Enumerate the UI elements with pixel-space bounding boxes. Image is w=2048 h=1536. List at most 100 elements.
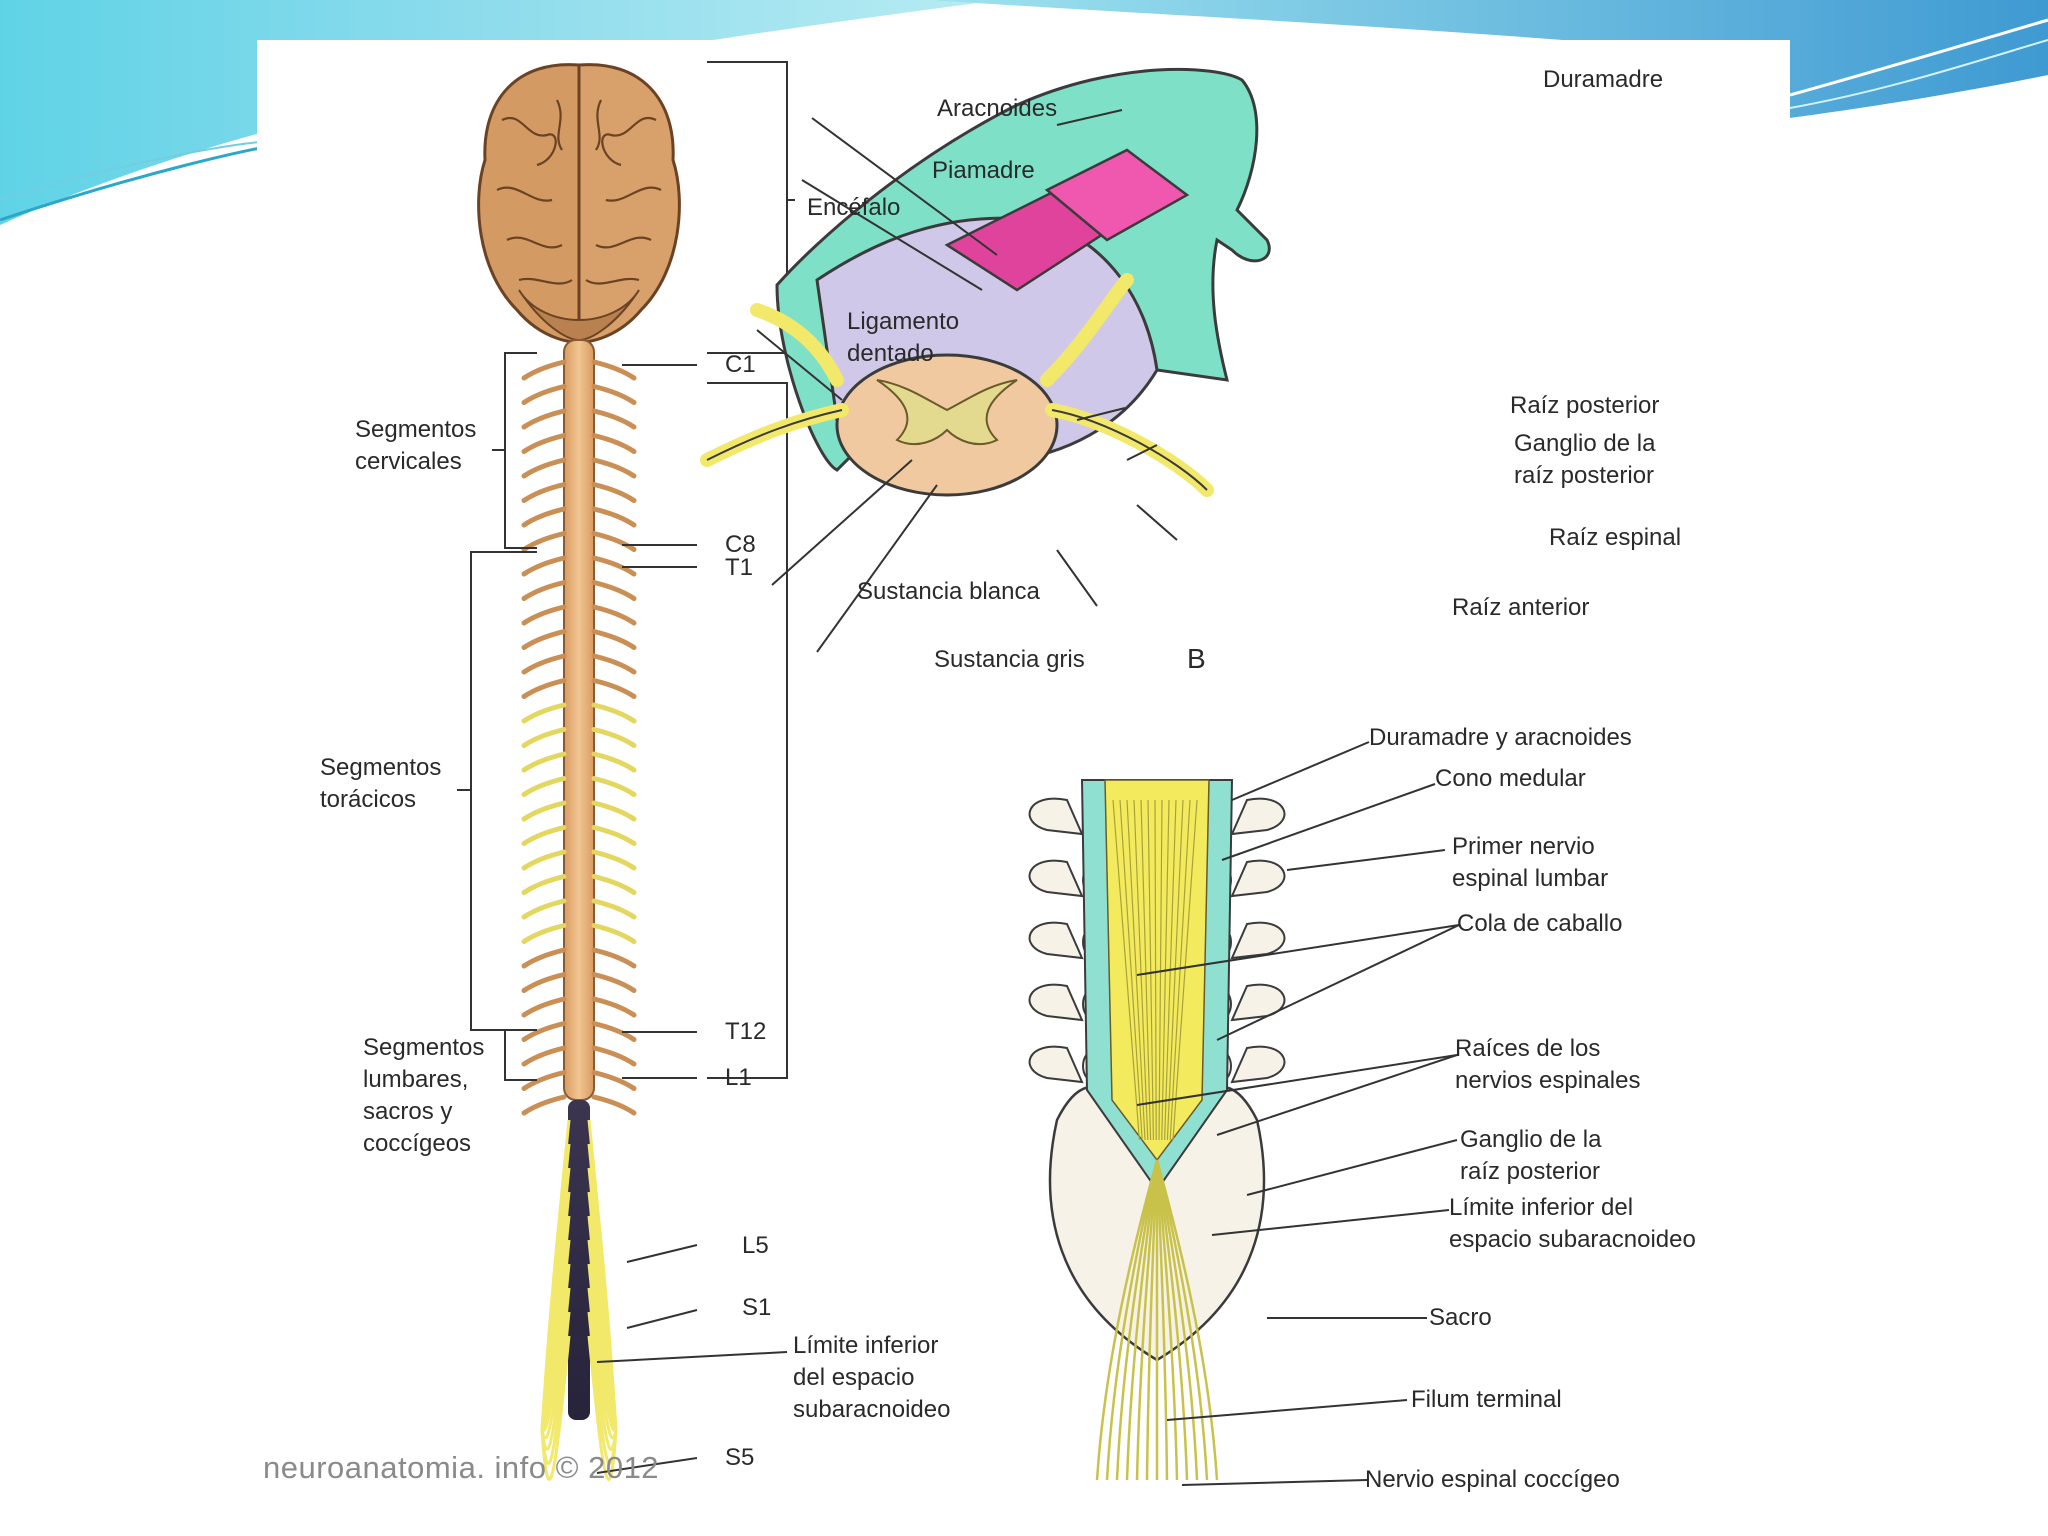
root-fibre [1147, 799, 1154, 1141]
spinal-nerve-right [591, 800, 637, 822]
cauda-root-right [587, 1335, 618, 1481]
spinal-nerve-left [521, 849, 567, 871]
vertebra-left [1028, 797, 1084, 836]
label-s1: S1 [742, 1294, 772, 1321]
spinal-nerve-left [521, 972, 567, 993]
label-t1: T1 [725, 554, 754, 581]
root-fibre [1154, 799, 1157, 1141]
vertebra-right [1230, 983, 1286, 1022]
spinal-nerve-right [591, 1045, 637, 1067]
cross-section [700, 67, 1271, 497]
vertebra-right [1230, 797, 1286, 836]
label-ligamento-dentado: Ligamento dentado [847, 308, 960, 367]
label-c8: C8 [725, 531, 756, 558]
spinal-nerve-left [521, 751, 567, 773]
cauda-root-left [540, 1215, 571, 1431]
label-t12: T12 [725, 1018, 767, 1045]
spinal-nerve-right [591, 531, 637, 552]
vertebra-left [1028, 859, 1084, 898]
spinal-nerve-right [591, 384, 637, 405]
label-figure-b: B [1187, 643, 1206, 674]
cauda-leaders [1136, 741, 1460, 1486]
cauda-root-right [587, 1191, 618, 1431]
spinal-nerve-left [521, 580, 567, 601]
label-lumbar-region: Segmentos lumbares, sacros y coccígeos [363, 1034, 485, 1157]
spinal-cord-column [521, 339, 637, 1481]
spinal-nerve-right [591, 972, 637, 993]
spinal-cord-figure: Encéfalo C1 C8 T1 T12 L1 L5 S1 S5 Segmen… [257, 40, 1790, 1502]
spinal-nerve-left [521, 800, 567, 822]
vertebra-left [1028, 1045, 1084, 1084]
label-primer-nervio: Primer nervio espinal lumbar [1452, 833, 1609, 892]
vertebra-right [1230, 859, 1286, 898]
vertebra-right [1230, 1045, 1286, 1084]
spinal-nerve-left [521, 482, 567, 503]
spinal-nerve-right [591, 702, 637, 724]
cauda-root-left [540, 1335, 571, 1481]
spinal-nerve-right [591, 580, 637, 601]
label-encefalo: Encéfalo [807, 194, 901, 221]
filum-fibre [1115, 1159, 1159, 1481]
label-duramadre-aracnoides: Duramadre y aracnoides [1369, 724, 1632, 751]
root-fibre [1169, 799, 1191, 1141]
spinal-nerve-left [521, 898, 567, 920]
filum-fibre [1155, 1159, 1209, 1481]
label-aracnoides: Aracnoides [937, 95, 1058, 122]
spinal-nerve-right [591, 629, 637, 650]
cauda-root-right [587, 1263, 618, 1440]
vertebra-left [1028, 983, 1084, 1022]
label-l5: L5 [742, 1232, 769, 1259]
spinal-nerve-left [521, 555, 567, 577]
spinal-nerve-right [591, 751, 637, 773]
filum-fibre [1135, 1159, 1159, 1481]
label-sacro: Sacro [1429, 1304, 1492, 1331]
label-raiz-posterior: Raíz posterior [1510, 392, 1660, 419]
spinal-nerve-right [591, 678, 637, 699]
watermark: neuroanatomia. info © 2012 [263, 1450, 660, 1485]
spinal-nerve-left [521, 1094, 567, 1116]
label-limite-c: Límite inferior del espacio subaracnoide… [1449, 1194, 1696, 1253]
spinal-nerve-right [591, 874, 637, 895]
brain [477, 63, 681, 344]
spinal-nerve-right [591, 1094, 637, 1116]
spinal-nerve-right [591, 947, 637, 969]
label-sustancia-blanca: Sustancia blanca [857, 578, 1040, 605]
spinal-nerve-left [521, 678, 567, 699]
spinal-nerve-right [591, 898, 637, 920]
spinal-nerve-left [521, 384, 567, 405]
spinal-nerve-left [521, 947, 567, 969]
root-fibre [1126, 799, 1146, 1141]
spinal-nerve-left [521, 923, 567, 944]
top-left-swoosh [0, 0, 1000, 225]
spinal-nerve-right [591, 482, 637, 503]
spinal-nerve-left [521, 1070, 567, 1091]
label-duramadre: Duramadre [1543, 66, 1664, 93]
filum-fibre [1155, 1159, 1189, 1481]
spinal-nerve-right [591, 359, 637, 381]
spinal-nerve-left [521, 825, 567, 846]
spinal-nerve-right [591, 408, 637, 430]
root-fibre [1140, 799, 1152, 1141]
root-fibre [1172, 799, 1198, 1141]
label-sustancia-gris: Sustancia gris [934, 646, 1085, 673]
filum-fibre [1155, 1159, 1219, 1481]
spinal-nerve-left [521, 702, 567, 724]
label-ganglio-c: Ganglio de la raíz posterior [1460, 1126, 1602, 1185]
label-piamadre: Piamadre [932, 157, 1035, 184]
label-c1: C1 [725, 351, 756, 378]
spinal-nerve-right [591, 506, 637, 528]
label-raiz-espinal: Raíz espinal [1549, 524, 1682, 551]
filum-fibre [1105, 1159, 1159, 1481]
cauda-root-left [540, 1239, 571, 1433]
label-nervio-coccigeo: Nervio espinal coccígeo [1365, 1466, 1620, 1493]
label-thoracic-region: Segmentos torácicos [320, 754, 442, 813]
anatomy-illustration [457, 61, 1460, 1486]
spinal-nerve-right [591, 923, 637, 944]
spinal-nerve-left [521, 727, 567, 748]
label-lower-limit-a: Límite inferior del espacio subaracnoide… [793, 1332, 951, 1423]
root-fibre [1112, 799, 1140, 1141]
filum-fibre [1145, 1159, 1159, 1481]
vertebra-left [1028, 921, 1084, 960]
root-fibre [1119, 799, 1143, 1141]
cross-section-leaders [756, 109, 1178, 653]
